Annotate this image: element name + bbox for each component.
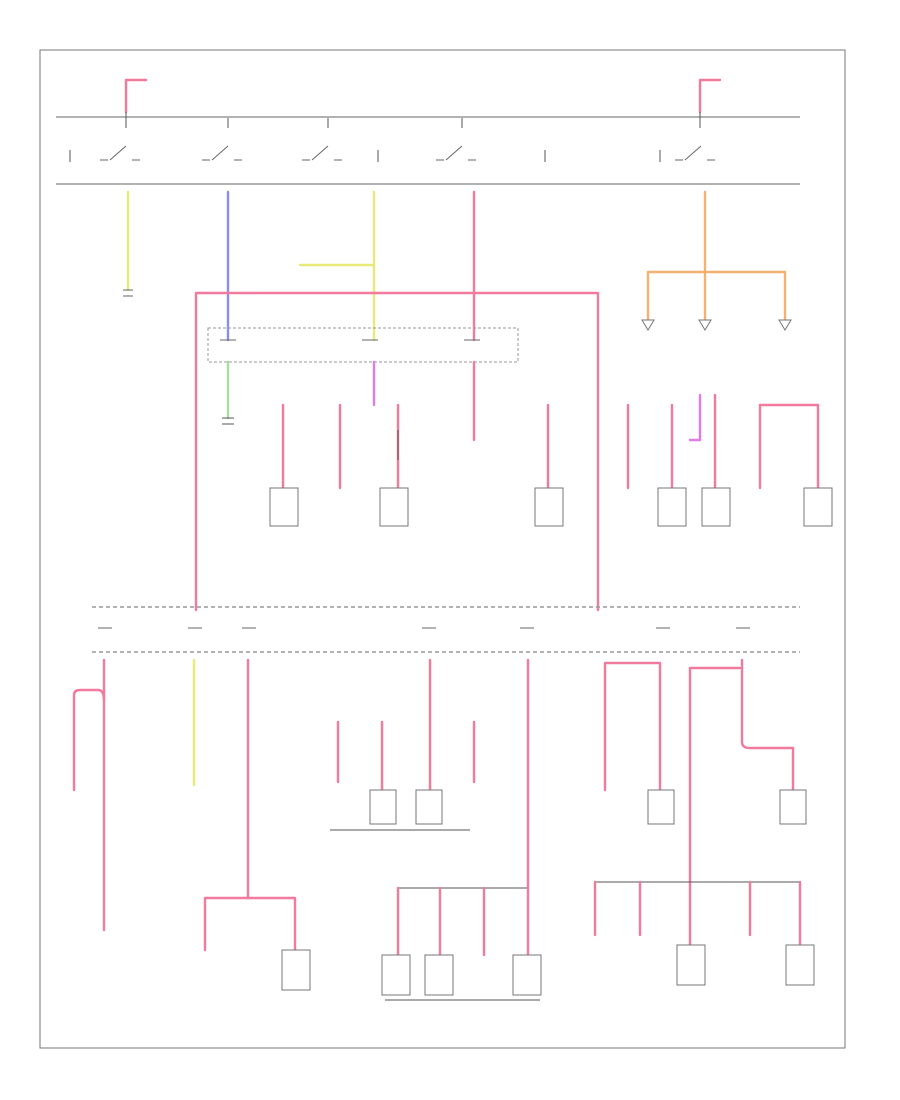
lower-fuse-block bbox=[92, 606, 800, 653]
component-lower-right-1 bbox=[647, 789, 675, 825]
switch-contacts bbox=[69, 118, 715, 162]
component-upper-4 bbox=[657, 487, 687, 527]
fuel-injector-1 bbox=[369, 789, 397, 825]
component-upper-1 bbox=[269, 487, 299, 527]
component-upper-6 bbox=[803, 487, 833, 527]
fuel-injector-3 bbox=[381, 954, 411, 996]
fuel-injector-4 bbox=[424, 954, 454, 996]
fuel-injector-2 bbox=[415, 789, 443, 825]
main-feed-wire bbox=[194, 291, 600, 612]
bottom-component-right-1 bbox=[676, 944, 706, 986]
ignition-output-wires bbox=[123, 190, 792, 342]
component-upper-2 bbox=[379, 487, 409, 527]
bottom-component-right-2 bbox=[785, 944, 815, 986]
component-lower-right-2 bbox=[779, 789, 807, 825]
ignition-switch-block bbox=[56, 78, 800, 185]
diagram-frame bbox=[39, 49, 846, 1049]
middle-components bbox=[330, 720, 807, 831]
bottom-component-left bbox=[281, 949, 311, 991]
lower-output-wires bbox=[72, 658, 795, 952]
upper-fuse-block bbox=[207, 327, 519, 442]
fuel-injector-5 bbox=[512, 954, 542, 996]
component-upper-5 bbox=[701, 487, 731, 527]
component-upper-3 bbox=[534, 487, 564, 527]
upper-components bbox=[269, 393, 833, 527]
bottom-components bbox=[281, 880, 815, 1001]
